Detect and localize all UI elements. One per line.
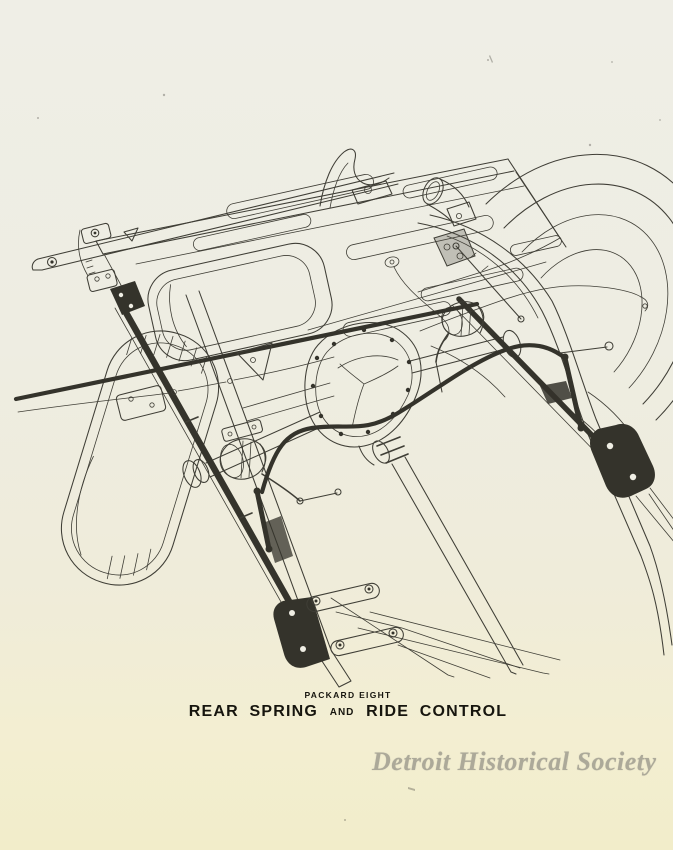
drive-shaft xyxy=(372,436,524,675)
rear-cross-member xyxy=(31,148,399,293)
stabilizer-bar xyxy=(13,301,614,495)
left-leaf-spring xyxy=(110,281,320,656)
fuel-tank xyxy=(147,242,333,362)
rear-axle xyxy=(182,329,522,488)
floor-pan xyxy=(95,158,567,421)
right-leaf-spring xyxy=(451,296,620,468)
caption-title: REAR SPRING AND RIDE CONTROL xyxy=(0,703,673,721)
caption: PACKARD EIGHT REAR SPRING AND RIDE CONTR… xyxy=(0,690,673,721)
watermark-text: Detroit Historical Society xyxy=(372,747,657,776)
caption-series: PACKARD EIGHT xyxy=(304,690,392,700)
right-rear-tire xyxy=(485,153,673,483)
paper-specks xyxy=(37,55,661,821)
mount-brackets xyxy=(433,201,525,323)
caption-title-left: REAR SPRING xyxy=(188,703,319,720)
floor-pan-ribs xyxy=(192,166,562,337)
caption-title-right: RIDE CONTROL xyxy=(366,703,508,720)
left-spring-shackle xyxy=(273,582,521,679)
right-spring-shackle xyxy=(590,423,673,542)
differential xyxy=(304,322,422,466)
exhaust-pipe xyxy=(422,177,470,223)
caption-title-conjunction: AND xyxy=(329,706,355,718)
brake-lines xyxy=(17,285,649,413)
